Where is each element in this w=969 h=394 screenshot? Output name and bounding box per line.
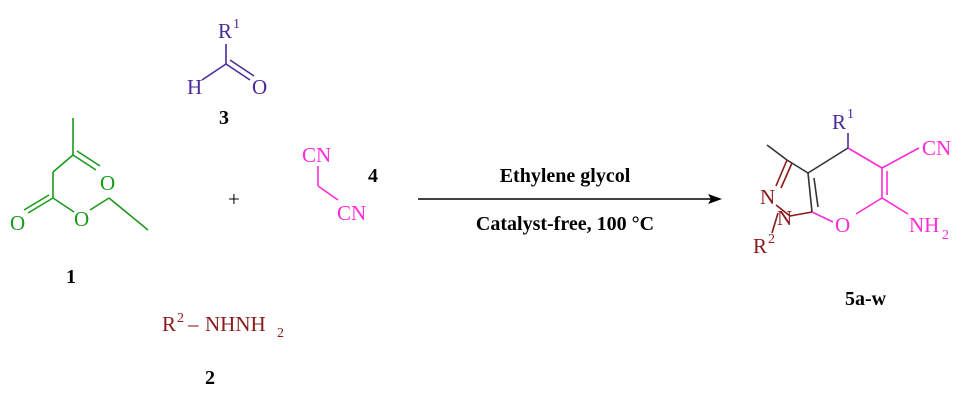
hydrazine-subscript: 2 [277, 326, 284, 341]
plus-sign: + [228, 187, 240, 211]
aldehyde-r1-superscript: 1 [233, 17, 240, 32]
product-r1-label: R [832, 110, 846, 134]
hydrazine-dash: – [187, 312, 199, 336]
compound-3-aldehyde: R 1 H O 3 [187, 17, 267, 129]
reaction-arrow: Ethylene glycol Catalyst-free, 100 °C [418, 165, 722, 235]
aldehyde-r1-label: R [218, 19, 232, 43]
compound-1-number: 1 [66, 266, 76, 288]
ester-ether-o-atom: O [74, 207, 89, 231]
aldehyde-bonds [201, 44, 255, 81]
compound-4-malononitrile: CN CN 4 [302, 143, 378, 225]
compound-4-number: 4 [368, 165, 378, 187]
hydrazine-r2-superscript: 2 [177, 311, 184, 326]
hydrazine-r2-label: R [162, 312, 176, 336]
product-n1-atom: N [777, 206, 792, 230]
arrow-head-icon [708, 194, 722, 204]
aldehyde-h-atom: H [187, 75, 202, 99]
product-nh-label: NH [909, 213, 939, 237]
arrow-conditions-below: Catalyst-free, 100 °C [476, 213, 654, 235]
malononitrile-cn-top: CN [302, 143, 331, 167]
keto-o-atom: O [100, 171, 115, 195]
product-5a-w-pyranopyrazole: R 1 N N R 2 [753, 107, 951, 310]
product-core-bonds [766, 144, 849, 213]
compound-2-hydrazine: R 2 – NHNH 2 2 [162, 311, 284, 389]
compound-3-number: 3 [219, 107, 229, 129]
product-r1-superscript: 1 [847, 107, 854, 122]
malononitrile-cn-bottom: CN [337, 201, 366, 225]
product-n2-atom: N [760, 185, 775, 209]
product-r2-superscript: 2 [768, 232, 775, 247]
product-cn-group: CN [922, 136, 951, 160]
compound-1-ethyl-acetoacetate: O O O 1 [10, 118, 149, 288]
product-pyran-o-atom: O [835, 213, 850, 237]
product-number: 5a-w [845, 288, 887, 310]
ester-carbonyl-o-atom: O [10, 211, 25, 235]
product-r2-label: R [753, 234, 767, 258]
aldehyde-o-atom: O [252, 75, 267, 99]
product-nh-subscript: 2 [942, 228, 949, 243]
malononitrile-bonds [317, 166, 339, 201]
product-pyran-bonds [811, 147, 920, 223]
product-pyrazole-bonds [771, 159, 813, 234]
compound-2-number: 2 [205, 367, 215, 389]
ester-bonds [23, 118, 149, 231]
arrow-conditions-above: Ethylene glycol [500, 165, 631, 187]
hydrazine-nhnh-group: NHNH [205, 312, 266, 336]
